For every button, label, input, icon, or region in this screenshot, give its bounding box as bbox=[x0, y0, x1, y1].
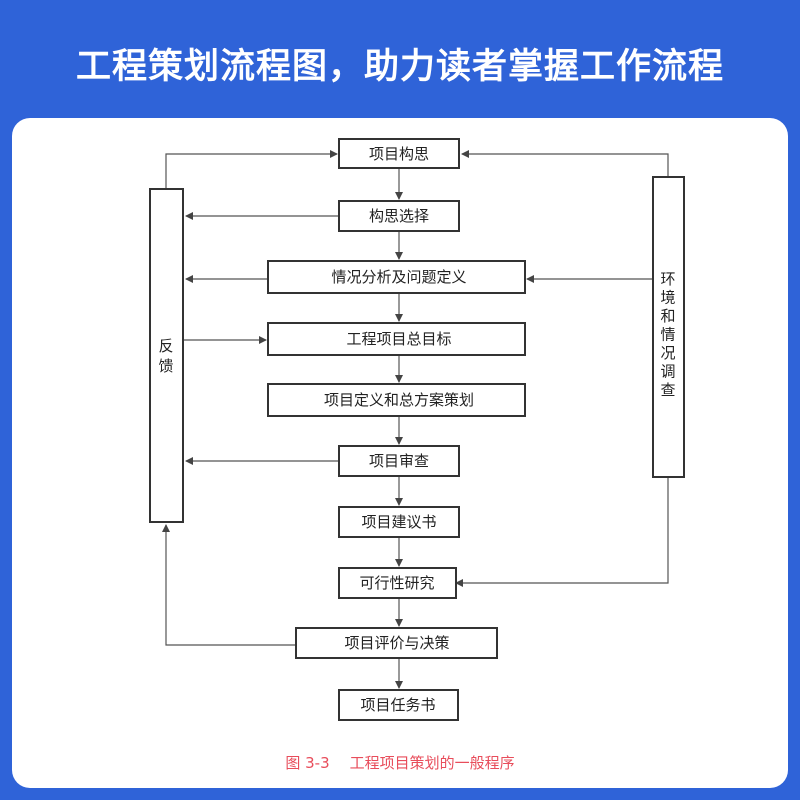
node-situation-analysis: 情况分析及问题定义 bbox=[267, 260, 526, 294]
banner-title: 工程策划流程图，助力读者掌握工作流程 bbox=[75, 47, 724, 87]
figure-title: 工程项目策划的一般程序 bbox=[349, 754, 515, 772]
environment-survey-label: 环境和情况调查 bbox=[660, 270, 675, 399]
environment-label-char: 况 bbox=[660, 344, 675, 362]
arrow-feedback-to-concept bbox=[165, 150, 338, 189]
node-overall-goal: 工程项目总目标 bbox=[267, 322, 526, 356]
node-concept: 项目构思 bbox=[338, 138, 460, 169]
environment-label-char: 调 bbox=[660, 363, 675, 381]
environment-survey-bar bbox=[652, 176, 685, 478]
arrow-survey-to-concept bbox=[461, 150, 669, 177]
feedback-label: 反馈 bbox=[158, 337, 173, 375]
node-definition-planning: 项目定义和总方案策划 bbox=[267, 383, 526, 417]
figure-number: 图 3-3 bbox=[285, 754, 330, 772]
node-feasibility-label: 可行性研究 bbox=[359, 574, 434, 592]
environment-label-char: 境 bbox=[660, 289, 675, 307]
node-proposal-label: 项目建议书 bbox=[361, 513, 436, 531]
figure-caption: 图 3-3 工程项目策划的一般程序 bbox=[0, 752, 800, 773]
environment-label-char: 情 bbox=[660, 326, 675, 344]
node-proposal: 项目建议书 bbox=[338, 506, 460, 538]
node-task-book-label: 项目任务书 bbox=[360, 696, 435, 714]
node-definition-planning-label: 项目定义和总方案策划 bbox=[324, 391, 474, 409]
feedback-bar bbox=[149, 188, 184, 523]
node-evaluation-label: 项目评价与决策 bbox=[344, 634, 449, 652]
node-review-label: 项目审查 bbox=[369, 452, 429, 470]
arrow-evaluation-to-feedback bbox=[162, 524, 296, 646]
node-task-book: 项目任务书 bbox=[338, 689, 459, 721]
node-evaluation: 项目评价与决策 bbox=[295, 627, 498, 659]
environment-label-char: 和 bbox=[660, 307, 675, 325]
feedback-label-char: 反 bbox=[158, 337, 173, 355]
node-concept-selection-label: 构思选择 bbox=[369, 207, 429, 225]
environment-label-char: 查 bbox=[660, 381, 675, 399]
environment-label-char: 环 bbox=[660, 270, 675, 288]
feedback-label-char: 馈 bbox=[158, 357, 173, 375]
arrow-survey-to-feasibility bbox=[455, 477, 669, 587]
node-situation-analysis-label: 情况分析及问题定义 bbox=[331, 268, 466, 286]
node-concept-label: 项目构思 bbox=[369, 145, 429, 163]
node-overall-goal-label: 工程项目总目标 bbox=[346, 330, 451, 348]
node-review: 项目审查 bbox=[338, 445, 460, 477]
node-concept-selection: 构思选择 bbox=[338, 200, 460, 232]
node-feasibility: 可行性研究 bbox=[338, 567, 457, 599]
